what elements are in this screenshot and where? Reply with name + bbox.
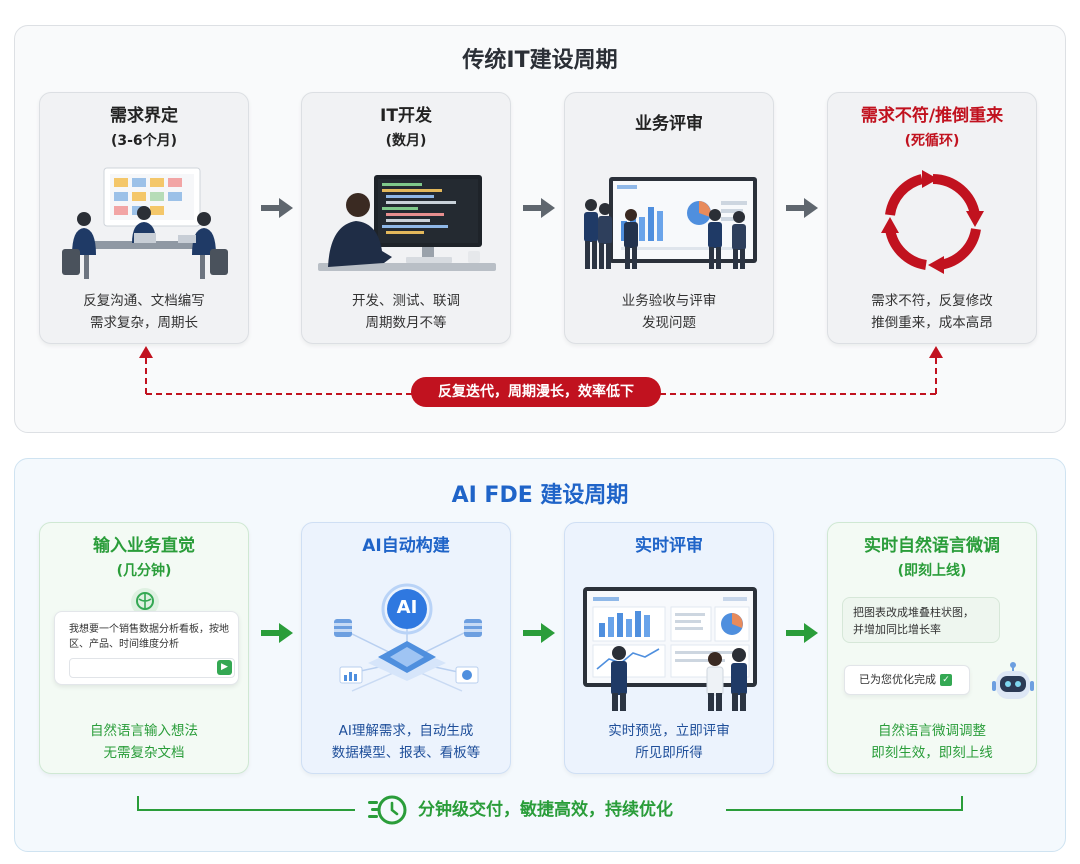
step-subtitle: (几分钟) <box>116 563 172 579</box>
loop-back-arrow <box>139 346 943 395</box>
step-card-redo-loop: 需求不符/推倒重来 (死循环) 需求不符，反复修改 推倒重来，成本高昂 <box>827 92 1037 344</box>
step-desc-line: 数据模型、报表、看板等 <box>331 745 481 761</box>
step-desc-line: 反复沟通、文档编写 <box>83 293 205 309</box>
flow-arrow-icon <box>786 623 818 643</box>
step-desc-line: 自然语言输入想法 <box>90 723 198 739</box>
step-card-business-review: 业务评审 业务验收与评审 发现问题 <box>564 92 774 344</box>
dashboard-review-illustration <box>583 587 757 711</box>
check-icon: ✓ <box>940 674 952 686</box>
meeting-illustration <box>62 167 228 279</box>
delivery-bracket <box>137 796 963 811</box>
step-subtitle: (死循环) <box>904 133 960 149</box>
step-card-it-dev: IT开发 (数月) 开发、测试、联调 周期数月不等 <box>301 92 511 344</box>
flow-arrow-icon <box>523 198 555 218</box>
step-desc: 开发、测试、联调 周期数月不等 <box>302 290 510 334</box>
fast-clock-icon <box>368 795 407 825</box>
step-desc: 自然语言输入想法 无需复杂文档 <box>40 720 248 764</box>
step-card-requirements: 需求界定 (3-6个月) 反复沟通、文档编写 需求复杂，周期长 <box>39 92 249 344</box>
step-desc-line: 发现问题 <box>642 315 696 331</box>
step-title: AI自动构建 <box>362 536 450 556</box>
step-title: 实时评审 <box>635 536 703 556</box>
step-title: IT开发 <box>380 106 432 126</box>
tuning-request-bubble: 把图表改成堆叠柱状图， 并增加同比增长率 <box>842 597 1000 643</box>
step-subtitle: (3-6个月) <box>110 133 178 149</box>
step-subtitle: (即刻上线) <box>897 563 967 579</box>
step-desc: AI理解需求，自动生成 数据模型、报表、看板等 <box>302 720 510 764</box>
step-desc: 需求不符，反复修改 推倒重来，成本高昂 <box>828 290 1036 334</box>
step-desc: 实时预览，立即评审 所见即所得 <box>565 720 773 764</box>
step-title: 需求不符/推倒重来 <box>860 106 1004 126</box>
robot-icon <box>992 662 1034 699</box>
step-desc-line: 所见即所得 <box>635 745 703 761</box>
step-desc-line: AI理解需求，自动生成 <box>338 723 474 739</box>
prompt-text: 我想要一个销售数据分析看板，按地区、产品、时间维度分析 <box>69 624 229 650</box>
step-card-input-intuition: 输入业务直觉 (几分钟) 我想要一个销售数据分析看板，按地区、产品、时间维度分析… <box>39 522 249 774</box>
send-icon[interactable]: ▶ <box>217 660 232 675</box>
ai-chip-illustration <box>334 583 482 692</box>
step-desc-line: 即刻生效，即刻上线 <box>871 745 993 761</box>
flow-arrow-icon <box>523 623 555 643</box>
tuning-reply-bubble: 已为您优化完成 ✓ <box>844 665 970 695</box>
loop-label-badge: 反复迭代，周期漫长，效率低下 <box>411 377 661 407</box>
step-desc: 自然语言微调调整 即刻生效，即刻上线 <box>828 720 1036 764</box>
step-desc-line: 开发、测试、联调 <box>352 293 460 309</box>
step-desc: 业务验收与评审 发现问题 <box>565 290 773 334</box>
step-desc: 反复沟通、文档编写 需求复杂，周期长 <box>40 290 248 334</box>
ai-fde-cycle-title: AI FDE 建设周期 <box>451 483 629 508</box>
tuning-reply-text: 已为您优化完成 <box>859 673 936 686</box>
step-desc-line: 需求不符，反复修改 <box>871 293 993 309</box>
developer-illustration <box>318 175 496 271</box>
tuning-request-line: 把图表改成堆叠柱状图， <box>853 606 974 619</box>
traditional-cycle-title: 传统IT建设周期 <box>462 48 618 73</box>
step-desc-line: 推倒重来，成本高昂 <box>871 315 993 331</box>
brain-icon <box>131 588 159 616</box>
prompt-chat-box: 我想要一个销售数据分析看板，按地区、产品、时间维度分析 ▶ <box>54 611 239 685</box>
cycle-arrows-icon <box>881 170 984 274</box>
review-illustration <box>584 177 757 269</box>
flow-arrow-icon <box>786 198 818 218</box>
step-desc-line: 自然语言微调调整 <box>878 723 986 739</box>
ai-badge: AI <box>396 597 418 618</box>
prompt-input[interactable]: ▶ <box>69 658 235 678</box>
step-desc-line: 实时预览，立即评审 <box>608 723 730 739</box>
delivery-label: 分钟级交付，敏捷高效，持续优化 <box>418 800 673 820</box>
flow-arrow-icon <box>261 623 293 643</box>
step-title: 输入业务直觉 <box>93 536 195 556</box>
step-card-nl-tuning: 实时自然语言微调 (即刻上线) 把图表改成堆叠柱状图， 并增加同比增长率 已为您… <box>827 522 1037 774</box>
step-card-ai-build: AI自动构建 AI AI理解需求，自动生成 数据模型、报表、看板等 <box>301 522 511 774</box>
step-title: 需求界定 <box>110 106 178 126</box>
step-subtitle: (数月) <box>385 133 427 149</box>
tuning-request-line: 并增加同比增长率 <box>853 623 941 636</box>
flow-arrow-icon <box>261 198 293 218</box>
step-desc-line: 无需复杂文档 <box>103 745 185 761</box>
step-desc-line: 周期数月不等 <box>365 315 447 331</box>
step-desc-line: 需求复杂，周期长 <box>90 315 198 331</box>
step-title: 业务评审 <box>635 114 703 134</box>
step-title: 实时自然语言微调 <box>864 536 1000 556</box>
step-card-realtime-review: 实时评审 实时预览，立即评审 所见即所得 <box>564 522 774 774</box>
step-desc-line: 业务验收与评审 <box>621 293 717 309</box>
